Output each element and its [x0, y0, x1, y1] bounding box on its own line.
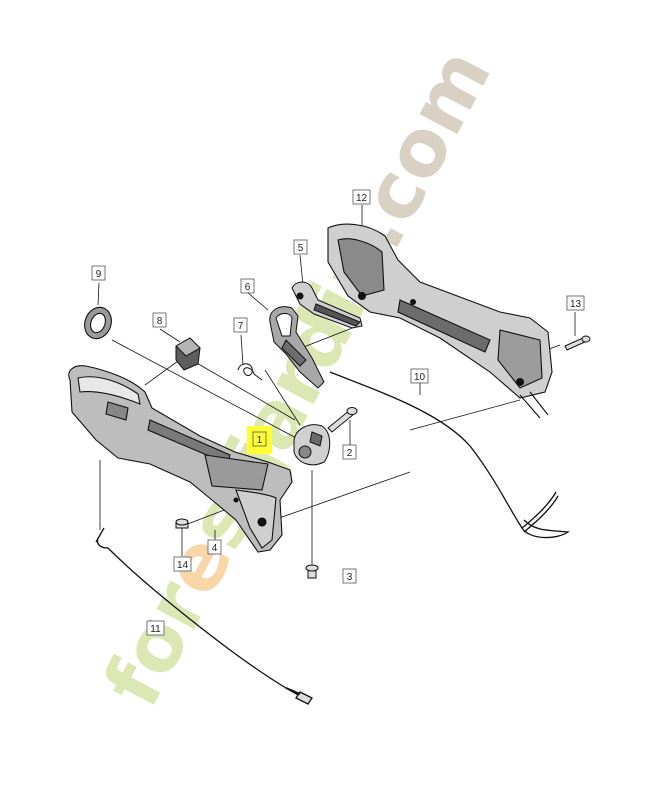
part-label-11: 11 — [146, 620, 165, 636]
part-label-1-text: 1 — [257, 435, 263, 446]
part-label-13-text: 13 — [570, 299, 582, 310]
part-label-3-text: 3 — [347, 572, 353, 583]
part-labels: 1 2 3 4 5 6 7 8 — [91, 189, 585, 636]
part-label-8-text: 8 — [157, 316, 163, 327]
cable-part-10 — [329, 371, 570, 539]
watermark: forestjardin.com — [87, 35, 509, 721]
screw-part-3 — [305, 564, 319, 579]
trigger-part-6 — [269, 306, 325, 389]
part-label-10: 10 — [410, 368, 429, 384]
part-label-4-text: 4 — [212, 543, 218, 554]
part-label-4: 4 — [207, 539, 222, 555]
part-label-12: 12 — [352, 189, 371, 205]
part-label-2: 2 — [342, 444, 357, 460]
cable-part-11 — [95, 527, 313, 705]
part-label-9-text: 9 — [96, 269, 102, 280]
part-label-6-text: 6 — [245, 282, 251, 293]
switch-part-1 — [293, 424, 331, 466]
handle-part-4 — [68, 365, 293, 553]
spring-part-7 — [237, 363, 263, 381]
handle-part-12 — [327, 223, 553, 419]
part-label-13: 13 — [566, 295, 585, 311]
ring-part-9 — [84, 306, 112, 340]
part-label-6: 6 — [240, 278, 255, 294]
part-label-3: 3 — [342, 568, 357, 584]
watermark-text: forestjardin.com — [87, 35, 509, 721]
part-label-7: 7 — [233, 317, 248, 333]
part-label-2-text: 2 — [347, 448, 353, 459]
part-label-14: 14 — [173, 556, 192, 572]
part-label-7-text: 7 — [238, 321, 244, 332]
screw-part-14 — [175, 518, 189, 529]
part-label-10-text: 10 — [414, 372, 426, 383]
screw-part-2 — [327, 407, 358, 433]
part-label-12-text: 12 — [356, 193, 368, 204]
part-label-14-text: 14 — [177, 560, 189, 571]
block-part-8 — [175, 337, 201, 371]
part-label-1: 1 — [252, 431, 267, 447]
screw-part-13 — [564, 335, 591, 351]
part-label-5: 5 — [293, 239, 308, 255]
lever-part-5 — [291, 281, 363, 329]
part-label-8: 8 — [152, 312, 167, 328]
part-label-9: 9 — [91, 265, 106, 281]
part-label-5-text: 5 — [298, 243, 304, 254]
part-label-11-text: 11 — [150, 624, 161, 635]
